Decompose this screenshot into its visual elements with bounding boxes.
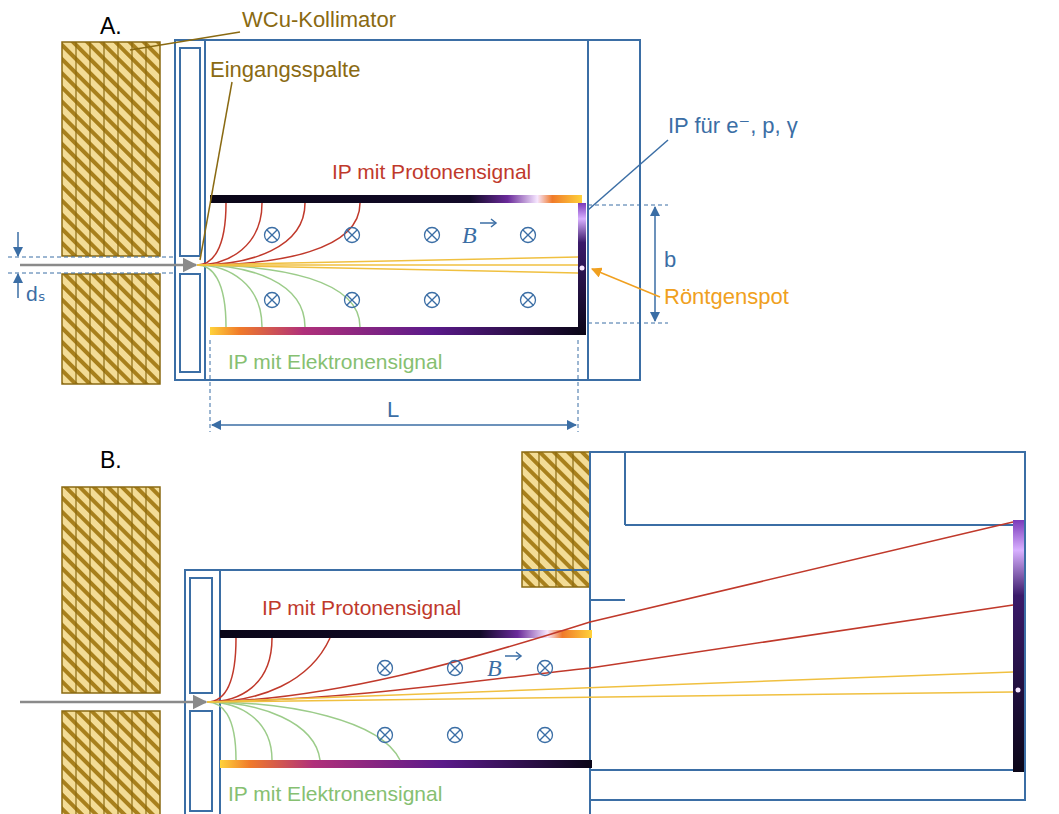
field-symbol	[538, 661, 553, 676]
collimator	[62, 42, 160, 384]
dimension: b	[664, 248, 676, 272]
collimator-divider	[131, 42, 132, 256]
part-name: WCu-Kollimator	[242, 8, 396, 32]
collimator-divider	[103, 487, 104, 693]
plate-label: IP mit Elektronensignal	[228, 350, 442, 373]
collimator-divider	[145, 487, 146, 693]
plate-label: IP mit Protonensignal	[332, 160, 531, 183]
housing	[175, 40, 640, 380]
beam	[20, 264, 196, 267]
trajectories	[197, 203, 578, 327]
field-symbol	[345, 293, 360, 308]
collimator-divider	[145, 274, 146, 384]
dimensions	[8, 205, 668, 432]
collimator-divider	[75, 42, 76, 256]
collimator-divider	[89, 487, 90, 693]
field-symbol	[448, 728, 463, 743]
part-name: IP für e⁻, p, γ	[668, 114, 798, 138]
housing	[185, 452, 1025, 814]
spot-label: Röntgenspot	[664, 285, 789, 309]
image-plates	[220, 520, 1024, 772]
collimator-divider	[117, 487, 118, 693]
collimator-divider	[103, 711, 104, 814]
field-symbol	[265, 228, 280, 243]
field-symbol	[521, 293, 536, 308]
field-symbol	[521, 228, 536, 243]
field-label: B	[487, 655, 502, 681]
collimator-divider	[89, 274, 90, 384]
field-label: B	[462, 222, 477, 248]
field-symbol	[425, 228, 440, 243]
field-symbol	[448, 661, 463, 676]
collimator-divider	[555, 452, 556, 587]
field-symbol	[345, 228, 360, 243]
field-vector-arrow	[480, 219, 521, 660]
collimator-divider	[75, 711, 76, 814]
panel-letter: A.	[100, 14, 122, 39]
field-symbol	[265, 293, 280, 308]
collimator-divider	[117, 274, 118, 384]
collimator-divider	[145, 711, 146, 814]
dimension: L	[387, 398, 399, 422]
field-symbol	[378, 661, 393, 676]
collimator-divider	[75, 487, 76, 693]
collimator-divider	[89, 42, 90, 256]
collimator-divider	[103, 42, 104, 256]
beam	[20, 701, 206, 704]
collimator-divider	[538, 452, 539, 587]
panel-letter: B.	[100, 448, 122, 473]
field-symbol	[378, 728, 393, 743]
collimator-divider	[75, 274, 76, 384]
collimator-divider	[131, 274, 132, 384]
collimator-divider	[145, 42, 146, 256]
collimator-divider	[131, 487, 132, 693]
leader-lines	[130, 32, 668, 297]
trajectories	[207, 522, 1013, 760]
field-symbol	[425, 293, 440, 308]
collimator-divider	[117, 711, 118, 814]
collimator-divider	[117, 42, 118, 256]
field-symbol	[538, 728, 553, 743]
part-name: Eingangsspalte	[210, 58, 360, 82]
dimension: dₛ	[26, 282, 46, 305]
field-symbols	[265, 228, 553, 743]
collimator-divider	[89, 711, 90, 814]
plate-label: IP mit Elektronensignal	[228, 782, 442, 805]
collimator-divider	[103, 274, 104, 384]
collimator-divider	[131, 711, 132, 814]
collimator-divider	[572, 452, 573, 587]
plate-label: IP mit Protonensignal	[262, 596, 461, 619]
